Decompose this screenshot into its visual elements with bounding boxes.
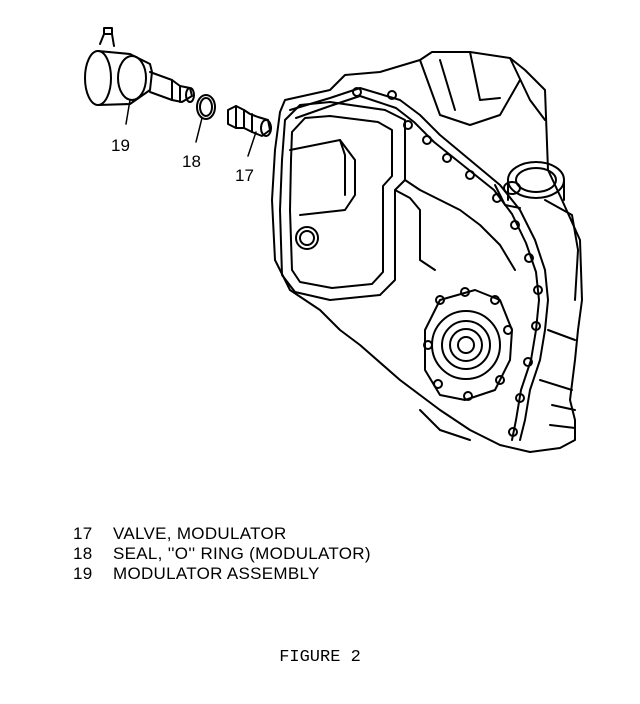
transmission-case — [271, 51, 583, 453]
callout-17: 17 — [235, 166, 254, 185]
legend-text: SEAL, ''O'' RING (MODULATOR) — [113, 544, 371, 563]
modulator-assembly-part — [84, 27, 195, 106]
figure-caption: FIGURE 2 — [279, 648, 361, 667]
legend-number: 18 — [73, 544, 93, 563]
side-cover — [279, 87, 543, 437]
legend-number: 17 — [73, 524, 93, 543]
legend-text: MODULATOR ASSEMBLY — [113, 564, 320, 583]
callout-leaders — [125, 99, 257, 157]
legend-row-18: 18 SEAL, ''O'' RING (MODULATOR) — [73, 544, 371, 564]
parts-legend: 17 VALVE, MODULATOR 18 SEAL, ''O'' RING (M… — [73, 524, 371, 584]
exploded-view-drawing: 19 18 17 — [84, 27, 583, 453]
modulator-bore-boss — [494, 161, 565, 209]
callout-19: 19 — [111, 136, 130, 155]
legend-row-17: 17 VALVE, MODULATOR — [73, 524, 371, 544]
o-ring-seal-part — [196, 94, 216, 120]
legend-row-19: 19 MODULATOR ASSEMBLY — [73, 564, 371, 584]
legend-number: 19 — [73, 564, 93, 583]
modulator-valve-part — [227, 105, 272, 137]
legend-text: VALVE, MODULATOR — [113, 524, 287, 543]
callout-18: 18 — [182, 152, 201, 171]
axle-output-flange — [419, 287, 513, 441]
